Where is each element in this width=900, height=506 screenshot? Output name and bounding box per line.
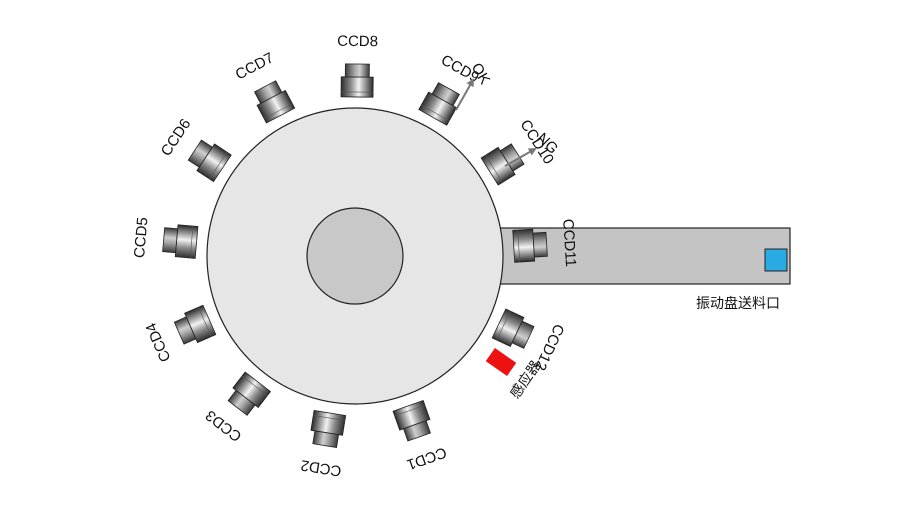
feeder-label: 振动盘送料口	[696, 295, 780, 312]
camera-ccd2	[310, 410, 347, 448]
camera-label-ccd11: CCD11	[559, 218, 579, 267]
camera-ccd9	[418, 82, 460, 126]
camera-ccd1	[392, 400, 431, 442]
camera-ccd11	[512, 228, 548, 263]
turntable-hub	[306, 207, 404, 305]
camera-ccd4	[173, 304, 217, 345]
feeder-part	[764, 248, 788, 272]
camera-label-ccd7: CCD7	[233, 49, 277, 83]
camera-label-ccd1: CCD1	[404, 443, 448, 473]
ng-arrow	[504, 148, 537, 167]
camera-ccd7	[253, 80, 296, 124]
camera-ccd8	[340, 63, 374, 98]
camera-label-ccd4: CCD4	[143, 320, 175, 364]
camera-label-ccd8: CCD8	[337, 33, 378, 50]
camera-ccd3	[227, 371, 272, 416]
camera-ccd6	[187, 139, 232, 183]
camera-ccd10	[480, 143, 525, 186]
camera-label-ccd3: CCD3	[202, 407, 245, 445]
camera-ccd12	[491, 308, 535, 349]
camera-label-ccd6: CCD6	[158, 116, 195, 159]
camera-label-ccd5: CCD5	[131, 217, 151, 259]
camera-label-ccd2: CCD2	[300, 456, 343, 479]
ok-arrow	[455, 78, 474, 111]
camera-ccd5	[162, 224, 199, 259]
sensor-block	[485, 347, 517, 377]
